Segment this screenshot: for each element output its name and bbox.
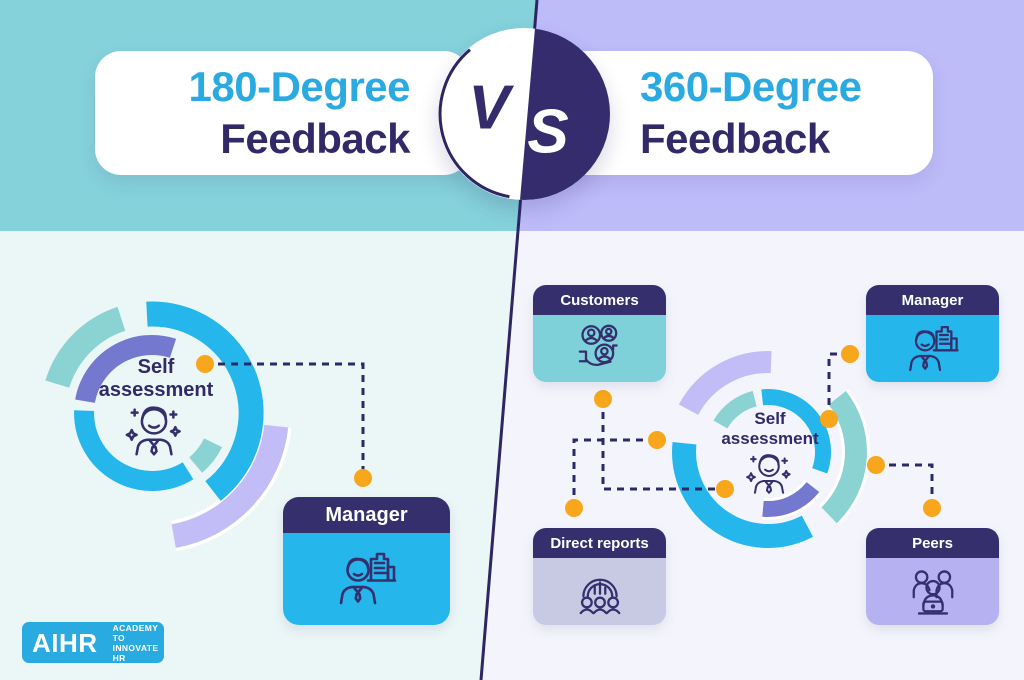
card-body (533, 558, 666, 625)
header-180-subtitle: Feedback (220, 115, 410, 162)
vs-dark-half (520, 28, 610, 200)
card-body (283, 533, 450, 625)
assessment-label: assessment (721, 429, 819, 448)
header-360-subtitle: Feedback (640, 115, 830, 162)
self-assessment-person-icon (746, 454, 791, 494)
direct-reports-icon (579, 578, 620, 614)
right-donut-center-label: Self assessment (695, 409, 845, 449)
card-title: Direct reports (533, 528, 666, 558)
vs-letter-v: V (468, 73, 510, 143)
left-donut-center-label: Self assessment (76, 356, 236, 402)
left-manager-card: Manager (283, 497, 450, 625)
manager-card: Manager (866, 285, 999, 382)
aihr-logo: AIHR ACADEMY TO INNOVATE HR (22, 622, 164, 663)
header-360-title: 360-Degree (640, 63, 862, 110)
card-body (866, 315, 999, 382)
card-title: Customers (533, 285, 666, 315)
card-body (533, 315, 666, 382)
customers-card: Customers (533, 285, 666, 382)
header-180-title: 180-Degree (188, 63, 411, 110)
vs-badge: V S (438, 28, 610, 200)
manager-icon (908, 325, 959, 371)
card-title: Manager (283, 497, 450, 533)
logo-tagline: ACADEMY TO INNOVATE HR (113, 623, 159, 663)
peers-icon (912, 569, 953, 615)
customers-icon (578, 324, 618, 366)
manager-icon (339, 552, 396, 605)
logo-tagline-line2: INNOVATE HR (112, 642, 159, 663)
vs-letter-s: S (527, 97, 569, 167)
assessment-label: assessment (98, 379, 214, 401)
peers-card: Peers (866, 528, 999, 625)
card-body (866, 558, 999, 625)
self-label: Self (754, 409, 786, 428)
self-assessment-person-icon (125, 406, 181, 456)
card-title: Peers (866, 528, 999, 558)
header-180-card: 180-Degree Feedback (95, 51, 470, 175)
card-title: Manager (866, 285, 999, 315)
logo-tagline-line1: ACADEMY TO (112, 622, 159, 643)
header-360-card: 360-Degree Feedback (555, 51, 933, 175)
aihr-wordmark: AIHR (32, 627, 98, 658)
self-label: Self (137, 356, 175, 378)
direct-reports-card: Direct reports (533, 528, 666, 625)
